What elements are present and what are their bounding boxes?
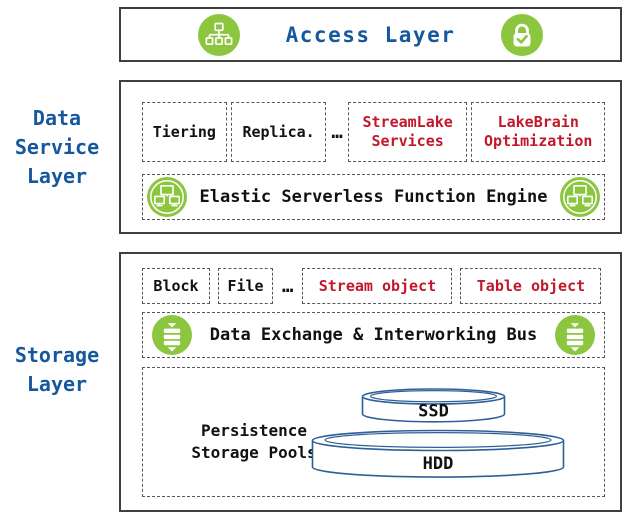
exchange-bus-icon: [152, 315, 192, 355]
network-topology-icon: [197, 13, 240, 56]
module-label: Tiering: [152, 122, 216, 141]
module-label: StreamLake Services: [362, 113, 453, 150]
module-label: Replica.: [242, 122, 315, 141]
interface-file: File: [218, 268, 273, 304]
ssd-label: SSD: [418, 402, 449, 422]
more-interfaces-ellipsis: …: [282, 275, 294, 297]
module-lakebrain-optimization: LakeBrain Optimization: [471, 102, 605, 162]
module-replica: Replica.: [230, 102, 327, 162]
ssd-cylinder: SSD: [361, 388, 506, 423]
compute-cluster-icon: [560, 177, 600, 217]
storage-interfaces-row: Block File … Stream object Table object: [142, 268, 605, 304]
data-exchange-bus-box: Data Exchange & Interworking Bus: [142, 312, 605, 358]
interface-label: Stream object: [318, 276, 437, 295]
data-service-layer-box: Tiering Replica. … StreamLake Services L…: [119, 80, 622, 234]
interface-block: Block: [142, 268, 210, 304]
exchange-bus-icon: [555, 315, 595, 355]
interface-table-object: Table object: [460, 268, 602, 304]
storage-layer-box: Block File … Stream object Table object: [119, 252, 622, 512]
hdd-cylinder: HDD: [311, 429, 565, 478]
interface-stream-object: Stream object: [302, 268, 453, 304]
interface-label: Table object: [476, 276, 586, 295]
persistence-storage-pools-label: Persistence Storage Pools: [191, 421, 317, 462]
data-service-modules-row: Tiering Replica. … StreamLake Services L…: [142, 102, 605, 162]
persistence-storage-pools-box: Persistence Storage Pools SSD HDD: [142, 367, 605, 497]
data-service-layer-label: Data Service Layer: [14, 106, 100, 188]
access-layer-title: Access Layer: [285, 22, 456, 47]
compute-cluster-icon: [147, 177, 187, 217]
bus-label: Data Exchange & Interworking Bus: [209, 325, 538, 345]
access-layer-box: Access Layer: [119, 7, 622, 62]
more-modules-ellipsis: …: [331, 121, 343, 143]
module-tiering: Tiering: [142, 102, 227, 162]
hdd-label: HDD: [423, 454, 454, 474]
interface-label: File: [227, 276, 264, 295]
interface-label: Block: [153, 276, 199, 295]
module-streamlake-services: StreamLake Services: [347, 102, 468, 162]
elastic-serverless-function-engine-box: Elastic Serverless Function Engine: [142, 174, 605, 220]
padlock-check-icon: [501, 13, 544, 56]
engine-label: Elastic Serverless Function Engine: [199, 187, 548, 207]
storage-layer-label: Storage Layer: [14, 343, 100, 396]
module-label: LakeBrain Optimization: [484, 113, 593, 150]
